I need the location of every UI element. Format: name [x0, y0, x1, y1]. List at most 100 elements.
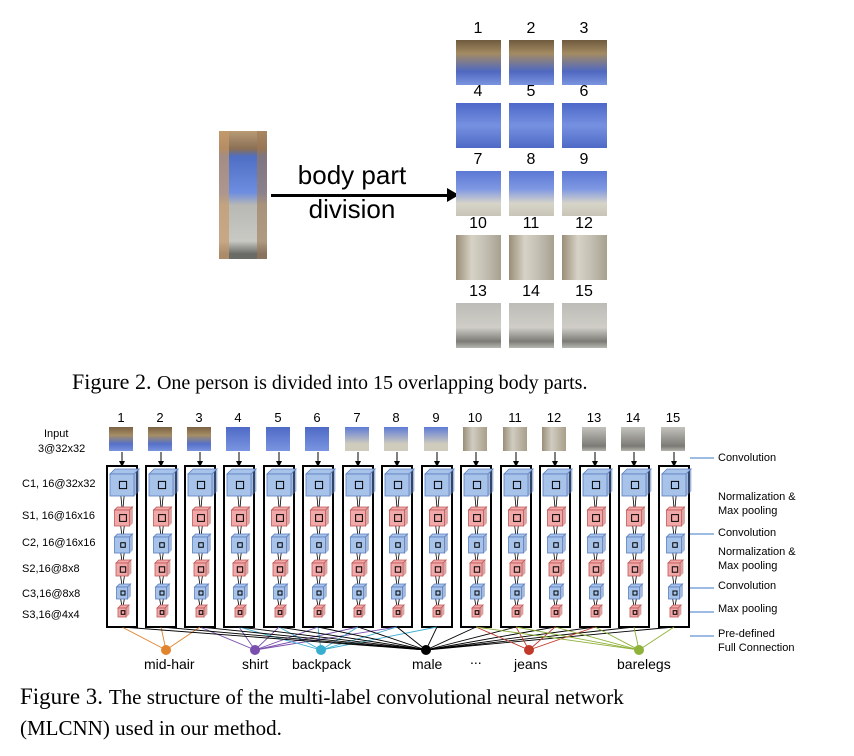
cube-front [391, 586, 403, 600]
cube-side [481, 583, 485, 600]
filter-square [632, 542, 638, 548]
filter-square [473, 514, 481, 522]
connection-line [425, 626, 596, 651]
part-number: 12 [575, 215, 593, 232]
input-thumbnail [187, 427, 211, 451]
filter-square [277, 610, 283, 615]
cube-side [404, 533, 408, 554]
part-number: 7 [473, 151, 483, 168]
cube-side [133, 468, 140, 497]
cube-side [363, 583, 367, 600]
filter-square [395, 610, 401, 615]
attribute-node [634, 645, 644, 655]
cube-side [207, 533, 211, 554]
column-number: 9 [432, 410, 440, 425]
filter-square [632, 590, 638, 596]
cube-side [246, 506, 250, 527]
cube-side [244, 583, 248, 600]
figure2-caption-text: One person is divided into 15 overlappin… [156, 372, 588, 394]
column-number: 15 [665, 410, 681, 425]
cube-front [666, 536, 682, 554]
cube-front [424, 473, 450, 497]
filter-square [196, 480, 206, 490]
cube-front [468, 536, 484, 554]
filter-square [672, 542, 678, 548]
cube-side [250, 468, 257, 497]
column-number: 11 [508, 410, 522, 425]
cube-side [602, 533, 606, 554]
column-number: 3 [195, 410, 203, 425]
cube-front [589, 586, 601, 600]
cube-front [468, 509, 484, 527]
filter-square [236, 566, 244, 573]
cube-front [233, 586, 245, 600]
body-part-image [456, 303, 501, 348]
connection-line [425, 626, 477, 651]
cube-front [148, 473, 174, 497]
input-thumbnail [109, 427, 133, 451]
body-part-image [509, 171, 554, 216]
column-number: 4 [234, 410, 242, 425]
arrow-label-line1: body part [297, 160, 407, 190]
cube-side [325, 506, 329, 527]
connection-line [515, 626, 640, 651]
attribute-backpack: backpack [292, 656, 352, 672]
cube-front [626, 536, 642, 554]
filter-square [434, 514, 442, 522]
connection-line [357, 626, 427, 651]
filter-square [158, 514, 166, 522]
layer-label: C2, 16@16x16 [22, 537, 96, 549]
side-label-convolution-1: Convolution [718, 452, 777, 464]
filter-square [120, 542, 126, 548]
cube-front [471, 607, 481, 618]
filter-square [435, 590, 441, 596]
filter-square [235, 480, 245, 490]
filter-square [551, 480, 561, 490]
input-label-line2: 3@32x32 [38, 443, 86, 455]
part-number: 13 [469, 283, 487, 300]
filter-square [553, 590, 559, 596]
cube-front [661, 473, 687, 497]
cube-side [404, 506, 408, 527]
cube-side [444, 506, 448, 527]
cube-side [129, 533, 133, 554]
filter-square [395, 590, 401, 596]
cube-front [231, 509, 247, 527]
cube-front [313, 607, 323, 618]
connection-line [238, 626, 427, 651]
connection-line [238, 626, 322, 651]
cube-side [168, 506, 172, 527]
cube-front [389, 509, 405, 527]
column-number: 10 [467, 410, 483, 425]
cube-front [590, 607, 600, 618]
cube-side [448, 468, 455, 497]
cube-front [153, 509, 169, 527]
cube-front [629, 607, 639, 618]
cube-side [679, 583, 683, 600]
filter-square [120, 610, 126, 615]
column-number: 2 [156, 410, 164, 425]
cube-front [266, 473, 292, 497]
network-diagram [109, 452, 714, 655]
filter-square [394, 566, 402, 573]
cube-front [463, 473, 489, 497]
cube-side [323, 583, 327, 600]
cube-side [286, 506, 290, 527]
cube-front [392, 607, 402, 618]
cube-side [483, 506, 487, 527]
filter-square [356, 542, 362, 548]
cube-front [271, 509, 287, 527]
input-thumbnail [542, 427, 566, 451]
part-number: 4 [473, 83, 483, 100]
filter-square [315, 514, 323, 522]
cube-front [155, 586, 167, 600]
cube-front [351, 562, 365, 577]
filter-square [552, 514, 560, 522]
connection-line [528, 626, 556, 651]
cube-side [365, 533, 369, 554]
connection-line [638, 626, 675, 651]
attribute-mid-hair: mid-hair [144, 656, 195, 672]
cube-side [442, 583, 446, 600]
cube-side [363, 559, 368, 577]
filter-square [512, 480, 522, 490]
